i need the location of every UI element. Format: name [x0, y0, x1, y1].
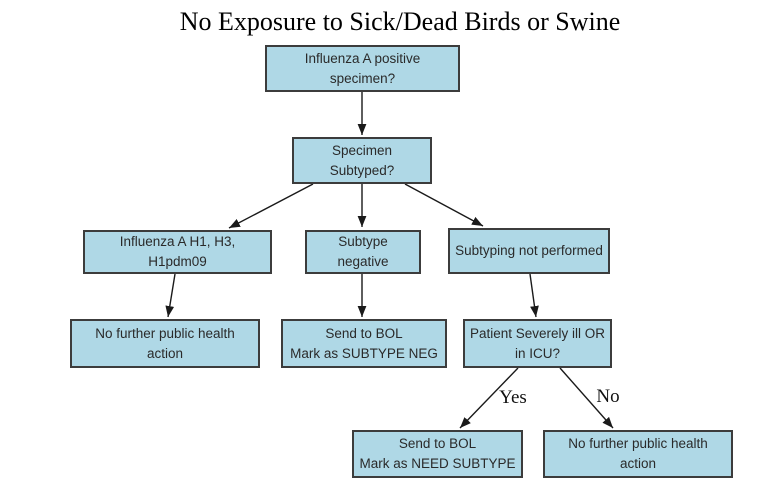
- node-label: Subtyping not performed: [455, 243, 603, 259]
- edge-label-no: No: [596, 386, 620, 407]
- node-label: Influenza A positive specimen?: [304, 50, 421, 86]
- flowchart-title: No Exposure to Sick/Dead Birds or Swine: [179, 7, 621, 36]
- node-specimen-subtyped: Specimen Subtyped?: [292, 137, 432, 184]
- node-subtyping-not-performed: Subtyping not performed: [448, 228, 610, 274]
- node-subtype-negative: Subtype negative: [305, 230, 421, 274]
- edge-label-yes: Yes: [499, 387, 527, 408]
- node-label: No further public health action: [568, 436, 708, 471]
- node-send-bol-need-subtype: Send to BOL Mark as NEED SUBTYPE: [352, 430, 523, 478]
- edge-subtyped-to-notperformed: [404, 183, 484, 227]
- node-no-further-action-left: No further public health action: [70, 319, 260, 368]
- node-label: Patient Severely ill OR in ICU?: [469, 325, 606, 361]
- node-label: Send to BOL Mark as NEED SUBTYPE: [359, 436, 516, 471]
- edge-severelyill-no: [559, 367, 614, 429]
- node-label: Subtype negative: [337, 234, 389, 269]
- node-influenza-h1-h3-h1pdm09: Influenza A H1, H3, H1pdm09: [83, 230, 272, 274]
- edge-severelyill-yes: [459, 367, 519, 429]
- node-label: No further public health action: [95, 325, 235, 361]
- edge-subtyped-to-h1h3: [228, 183, 314, 229]
- node-label: Send to BOL Mark as SUBTYPE NEG: [290, 325, 438, 361]
- edge-h1h3-to-noaction: [165, 273, 176, 318]
- node-no-further-action-right: No further public health action: [543, 430, 733, 478]
- edge-notperformed-to-severelyill: [529, 273, 539, 318]
- node-label: Influenza A H1, H3, H1pdm09: [119, 234, 236, 269]
- node-influenza-a-positive: Influenza A positive specimen?: [265, 45, 460, 92]
- node-send-bol-subtype-neg: Send to BOL Mark as SUBTYPE NEG: [281, 319, 447, 368]
- node-label: Specimen Subtyped?: [329, 142, 395, 178]
- node-patient-severely-ill: Patient Severely ill OR in ICU?: [463, 319, 612, 368]
